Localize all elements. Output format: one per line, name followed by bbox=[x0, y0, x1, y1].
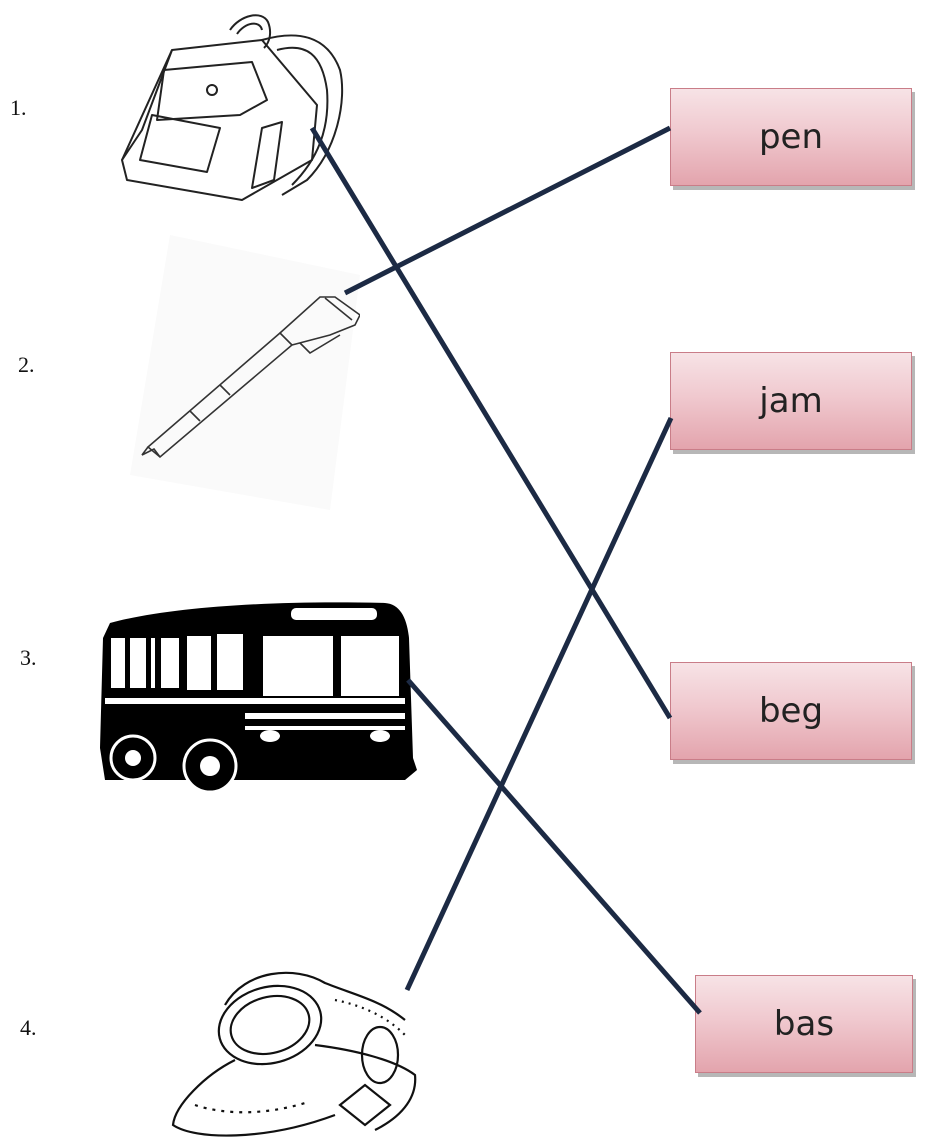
word-box-beg[interactable]: beg bbox=[670, 662, 912, 760]
word-box-jam[interactable]: jam bbox=[670, 352, 912, 450]
word-box-pen[interactable]: pen bbox=[670, 88, 912, 186]
pen-icon bbox=[130, 235, 360, 510]
backpack-icon bbox=[121, 14, 344, 201]
line-backpack-beg bbox=[309, 126, 673, 720]
word-box-bas[interactable]: bas bbox=[695, 975, 913, 1073]
item-number: 3. bbox=[20, 645, 37, 670]
wristwatch-icon bbox=[171, 971, 417, 1137]
line-pen-pen bbox=[343, 125, 672, 296]
line-watch-jam bbox=[404, 416, 674, 992]
line-bus-bas bbox=[406, 678, 702, 1015]
bus-icon bbox=[100, 602, 417, 794]
item-number: 1. bbox=[10, 95, 27, 120]
item-number: 2. bbox=[18, 352, 35, 377]
item-number: 4. bbox=[20, 1015, 37, 1040]
